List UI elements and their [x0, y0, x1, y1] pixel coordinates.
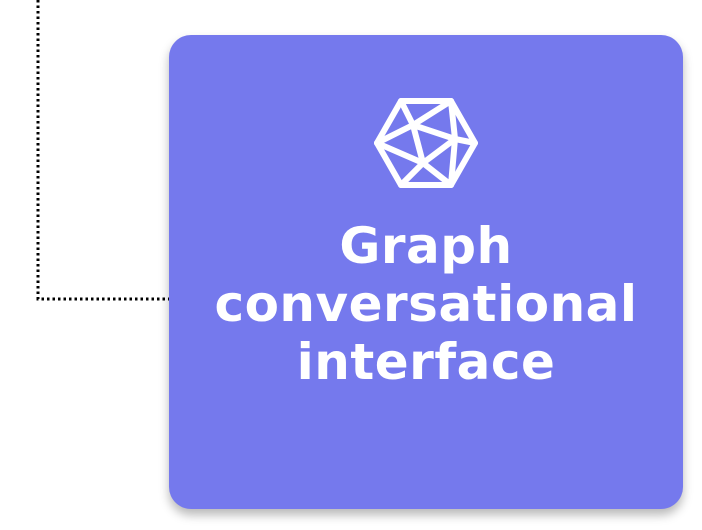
- card-title-line-1: Graph: [339, 217, 513, 275]
- graph-interface-card[interactable]: Graph conversational interface: [169, 35, 683, 509]
- card-title-line-2: conversational: [214, 275, 638, 333]
- card-title: Graph conversational interface: [214, 217, 637, 391]
- card-title-line-3: interface: [296, 333, 556, 391]
- icosahedron-icon: [374, 98, 478, 188]
